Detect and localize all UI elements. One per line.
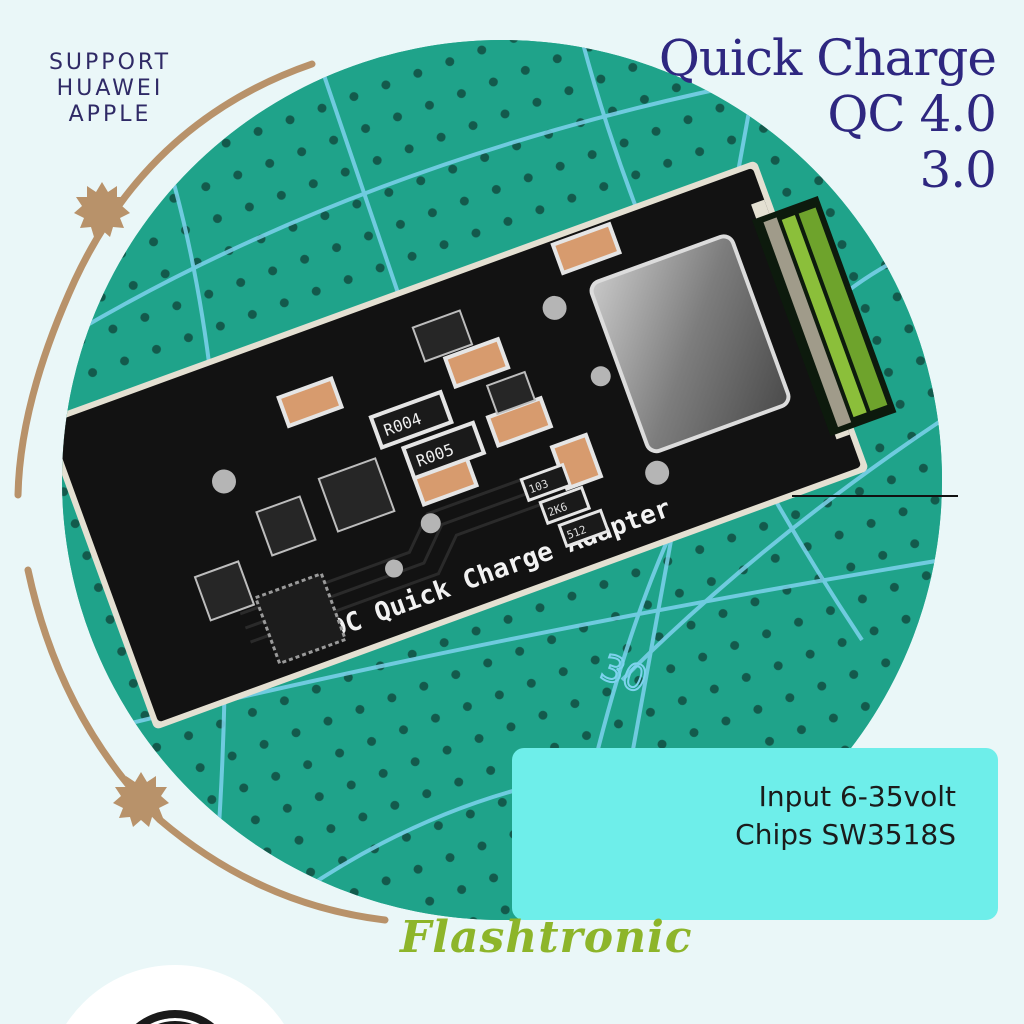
starburst-icon-bottom	[113, 772, 169, 827]
small-label-1: 103	[527, 477, 550, 496]
title-line-2: QC 4.0	[827, 85, 997, 143]
small-label-3: 512	[565, 523, 588, 542]
bottom-badge	[45, 965, 305, 1024]
product-title: Quick Charge QC 4.0 3.0	[658, 29, 997, 199]
title-line-1: Quick Charge	[658, 29, 997, 87]
spec-input-voltage: Input 6-35volt	[758, 780, 956, 813]
small-label-2: 2K6	[546, 500, 569, 519]
support-line-3: APPLE	[68, 102, 152, 127]
support-line-1: SUPPORT	[48, 50, 172, 75]
spec-chip: Chips SW3518S	[735, 818, 956, 851]
title-line-3: 3.0	[919, 141, 997, 199]
starburst-icon-top	[74, 182, 130, 237]
support-compatibility-text: SUPPORT HUAWEI APPLE	[30, 50, 190, 128]
main-ic	[253, 571, 348, 666]
pointer-line	[792, 495, 958, 497]
spec-box: Input 6-35volt Chips SW3518S	[512, 748, 998, 920]
badge-ring-icon	[113, 1010, 237, 1024]
brand-logo: Flashtronic	[400, 912, 693, 963]
support-line-2: HUAWEI	[56, 76, 164, 101]
usb-c-port	[589, 234, 791, 454]
